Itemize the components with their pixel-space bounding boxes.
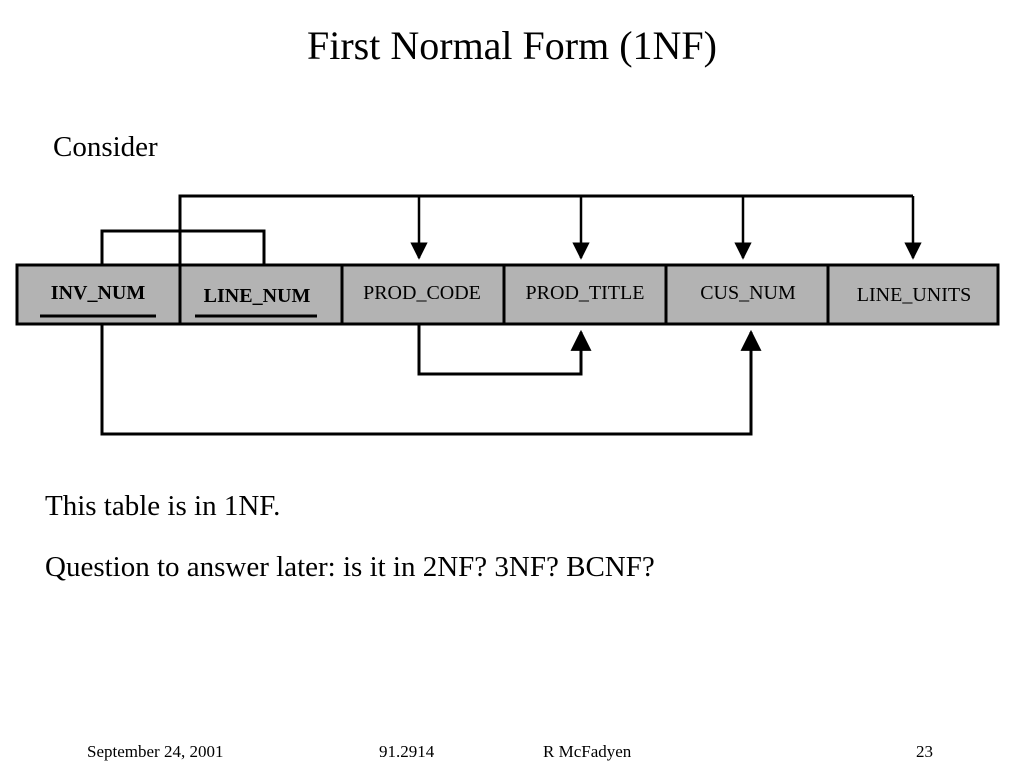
page-number: 23 (916, 742, 933, 761)
attribute-prod-code: PROD_CODE (363, 282, 481, 304)
full-dependency-arrows (178, 194, 922, 265)
attribute-table: INV_NUM LINE_NUM PROD_CODE PROD_TITLE CU… (15, 263, 1000, 326)
attribute-prod-title: PROD_TITLE (526, 282, 645, 304)
inv-num-dependency-arrow (100, 324, 762, 436)
attribute-inv-num: INV_NUM (51, 282, 146, 304)
footer-course: 91.2914 (379, 742, 435, 761)
slide-title: First Normal Form (1NF) (307, 23, 717, 68)
intro-text: Consider (53, 131, 158, 163)
composite-key-bracket (100, 229, 266, 265)
footer-date: September 24, 2001 (87, 742, 224, 761)
dependency-diagram: INV_NUM LINE_NUM PROD_CODE PROD_TITLE CU… (15, 194, 1000, 436)
attribute-line-num: LINE_NUM (204, 285, 311, 307)
footer-author: R McFadyen (543, 742, 632, 761)
statement-text: This table is in 1NF. (45, 490, 281, 522)
question-text: Question to answer later: is it in 2NF? … (45, 551, 655, 583)
attribute-cus-num: CUS_NUM (700, 282, 796, 304)
prod-code-dependency-arrow (417, 324, 592, 376)
attribute-line-units: LINE_UNITS (857, 284, 971, 306)
